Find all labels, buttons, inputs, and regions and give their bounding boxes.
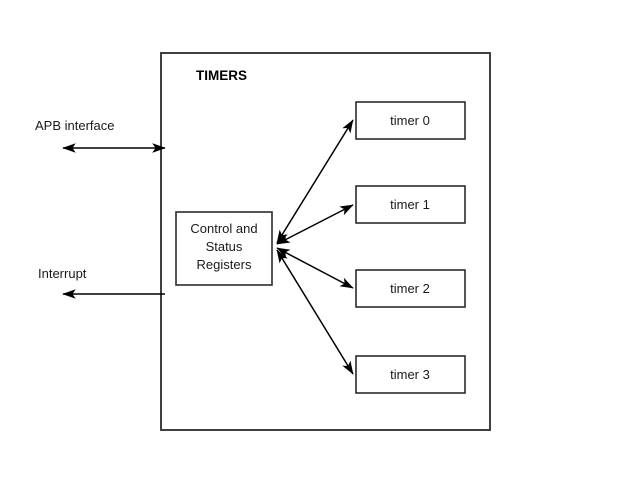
- apb-interface-label: APB interface: [35, 118, 115, 133]
- timer-2-label: timer 2: [390, 281, 430, 296]
- timer-3-box: [355, 355, 466, 394]
- interrupt-label: Interrupt: [38, 266, 87, 281]
- timer-1-box: [355, 185, 466, 224]
- timer-1-label: timer 1: [390, 197, 430, 212]
- control-block-line-2: Status: [206, 239, 243, 254]
- timer-3-label: timer 3: [390, 367, 430, 382]
- page-title: TIMERS: [196, 68, 247, 83]
- connector-control-to-timer-1: [276, 204, 354, 245]
- control-and-status-registers-box: [175, 211, 273, 286]
- connector-control-to-timer-3: [276, 249, 354, 375]
- timer-0-box: [355, 101, 466, 140]
- timer-2-box: [355, 269, 466, 308]
- timer-0-label: timer 0: [390, 113, 430, 128]
- control-block-line-3: Registers: [197, 257, 252, 272]
- control-block-line-1: Control and: [190, 221, 257, 236]
